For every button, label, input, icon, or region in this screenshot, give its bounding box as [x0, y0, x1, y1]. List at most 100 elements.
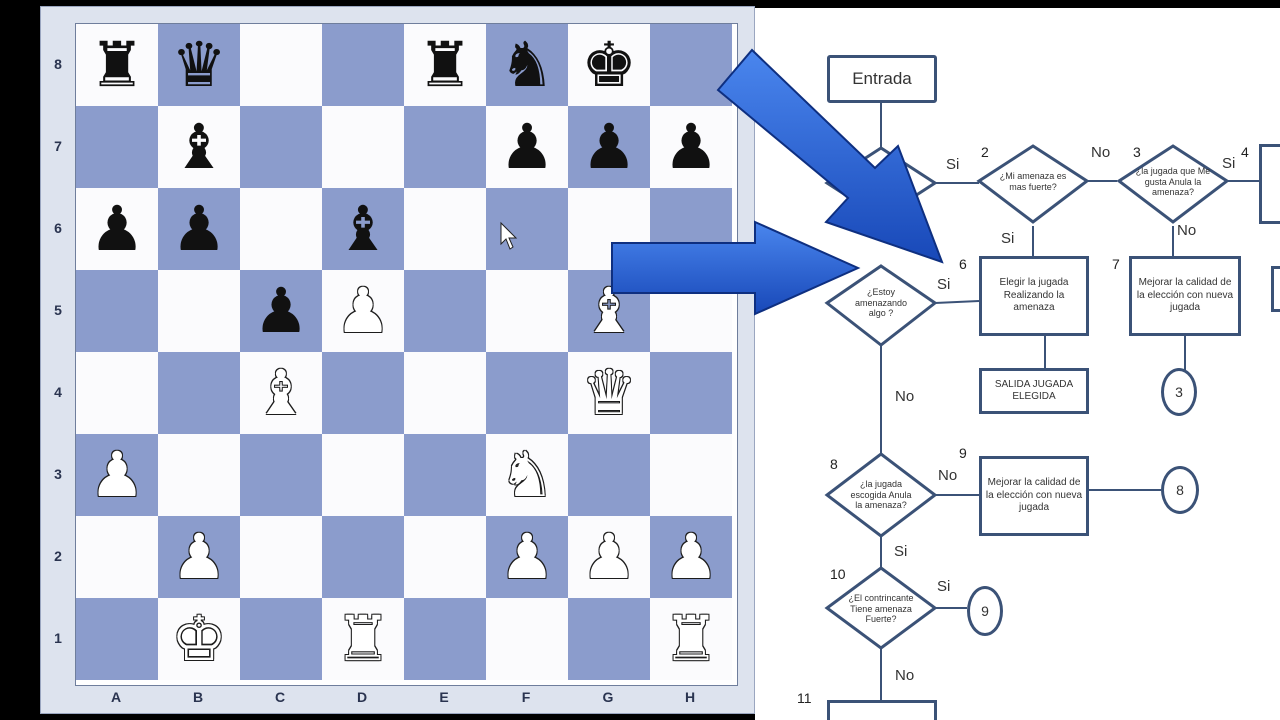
square-f1[interactable] — [486, 598, 568, 680]
square-e7[interactable] — [404, 106, 486, 188]
white-knight-icon[interactable]: ♞ — [499, 438, 555, 511]
decision-2-text: ¿Mi amenaza es mas fuerte? — [999, 171, 1067, 192]
square-c8[interactable] — [240, 24, 322, 106]
square-d2[interactable] — [322, 516, 404, 598]
square-f4[interactable] — [486, 352, 568, 434]
square-h3[interactable] — [650, 434, 732, 516]
square-d6[interactable] — [322, 188, 404, 270]
white-rook-icon[interactable]: ♜ — [335, 602, 391, 675]
entry-box: Entrada — [827, 55, 937, 103]
square-g3[interactable] — [568, 434, 650, 516]
square-a7[interactable] — [76, 106, 158, 188]
square-e3[interactable] — [404, 434, 486, 516]
square-d3[interactable] — [322, 434, 404, 516]
black-knight-icon[interactable]: ♞ — [499, 28, 555, 101]
file-label: F — [521, 689, 531, 705]
square-g6[interactable] — [568, 188, 650, 270]
step-number: 8 — [830, 456, 838, 472]
square-e5[interactable] — [404, 270, 486, 352]
square-b3[interactable] — [158, 434, 240, 516]
square-e1[interactable] — [404, 598, 486, 680]
flowchart-lines — [824, 103, 1260, 700]
square-e6[interactable] — [404, 188, 486, 270]
square-f3[interactable] — [486, 434, 568, 516]
square-e2[interactable] — [404, 516, 486, 598]
black-pawn-icon[interactable]: ♟ — [89, 192, 145, 265]
square-h2[interactable] — [650, 516, 732, 598]
square-h6[interactable] — [650, 188, 732, 270]
square-d5[interactable] — [322, 270, 404, 352]
square-a6[interactable] — [76, 188, 158, 270]
square-f5[interactable] — [486, 270, 568, 352]
file-label: E — [439, 689, 449, 705]
square-a5[interactable] — [76, 270, 158, 352]
square-c2[interactable] — [240, 516, 322, 598]
square-b4[interactable] — [158, 352, 240, 434]
square-h4[interactable] — [650, 352, 732, 434]
black-rook-icon[interactable]: ♜ — [89, 28, 145, 101]
square-d8[interactable] — [322, 24, 404, 106]
white-pawn-icon[interactable]: ♟ — [89, 438, 145, 511]
white-pawn-icon[interactable]: ♟ — [335, 274, 391, 347]
black-queen-icon[interactable]: ♛ — [171, 28, 227, 101]
square-c6[interactable] — [240, 188, 322, 270]
white-king-icon[interactable]: ♚ — [171, 602, 227, 675]
square-b2[interactable] — [158, 516, 240, 598]
process-box-4 — [1259, 144, 1280, 224]
square-c5[interactable] — [240, 270, 322, 352]
white-queen-icon[interactable]: ♛ — [581, 356, 637, 429]
square-g7[interactable] — [568, 106, 650, 188]
square-c1[interactable] — [240, 598, 322, 680]
square-e4[interactable] — [404, 352, 486, 434]
black-pawn-icon[interactable]: ♟ — [499, 110, 555, 183]
square-b1[interactable] — [158, 598, 240, 680]
white-pawn-icon[interactable]: ♟ — [171, 520, 227, 593]
square-e8[interactable] — [404, 24, 486, 106]
white-pawn-icon[interactable]: ♟ — [581, 520, 637, 593]
white-rook-icon[interactable]: ♜ — [663, 602, 719, 675]
step-number: 10 — [830, 566, 846, 582]
square-a8[interactable] — [76, 24, 158, 106]
white-bishop-icon[interactable]: ♝ — [581, 274, 637, 347]
square-d7[interactable] — [322, 106, 404, 188]
square-c7[interactable] — [240, 106, 322, 188]
square-c3[interactable] — [240, 434, 322, 516]
label-si: Si — [946, 156, 960, 173]
step-number: 9 — [959, 445, 967, 461]
square-g1[interactable] — [568, 598, 650, 680]
square-h8[interactable] — [650, 24, 732, 106]
black-pawn-icon[interactable]: ♟ — [663, 110, 719, 183]
square-d1[interactable] — [322, 598, 404, 680]
square-a1[interactable] — [76, 598, 158, 680]
square-g2[interactable] — [568, 516, 650, 598]
square-f7[interactable] — [486, 106, 568, 188]
black-bishop-icon[interactable]: ♝ — [171, 110, 227, 183]
square-f2[interactable] — [486, 516, 568, 598]
square-a4[interactable] — [76, 352, 158, 434]
square-f8[interactable] — [486, 24, 568, 106]
square-a3[interactable] — [76, 434, 158, 516]
square-h1[interactable] — [650, 598, 732, 680]
white-pawn-icon[interactable]: ♟ — [499, 520, 555, 593]
square-h5[interactable] — [650, 270, 732, 352]
square-a2[interactable] — [76, 516, 158, 598]
black-king-icon[interactable]: ♚ — [581, 28, 637, 101]
square-c4[interactable] — [240, 352, 322, 434]
label-si: Si — [1001, 230, 1015, 247]
square-b6[interactable] — [158, 188, 240, 270]
square-g8[interactable] — [568, 24, 650, 106]
black-pawn-icon[interactable]: ♟ — [171, 192, 227, 265]
white-pawn-icon[interactable]: ♟ — [663, 520, 719, 593]
black-pawn-icon[interactable]: ♟ — [253, 274, 309, 347]
black-bishop-icon[interactable]: ♝ — [335, 192, 391, 265]
square-g4[interactable] — [568, 352, 650, 434]
square-f6[interactable] — [486, 188, 568, 270]
white-bishop-icon[interactable]: ♝ — [253, 356, 309, 429]
square-b8[interactable] — [158, 24, 240, 106]
step-number: 2 — [981, 144, 989, 160]
black-rook-icon[interactable]: ♜ — [417, 28, 473, 101]
square-d4[interactable] — [322, 352, 404, 434]
square-b5[interactable] — [158, 270, 240, 352]
black-pawn-icon[interactable]: ♟ — [581, 110, 637, 183]
square-b7[interactable] — [158, 106, 240, 188]
